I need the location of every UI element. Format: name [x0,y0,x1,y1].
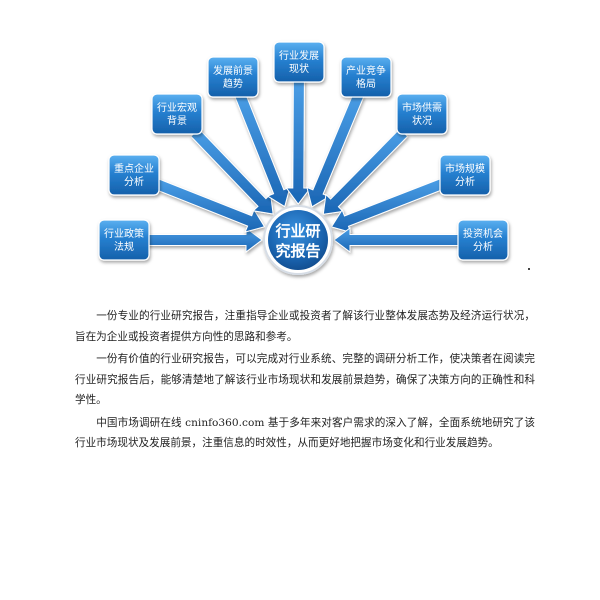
paragraph-3: 中国市场调研在线 cninfo360.com 基于多年来对客户需求的深入了解，全… [75,416,535,450]
node-label-competition-1: 产业竞争 [346,64,386,77]
paragraph-2: 一份有价值的行业研究报告，可以完成对行业系统、完整的调研分析工作，使决策者在阅读… [75,353,535,406]
industry-research-diagram: 行业政策法规重点企业分析行业宏观背景发展前景趋势行业发展现状产业竞争格局市场供需… [98,41,509,275]
center-node: 行业研 究报告 [263,205,333,275]
node-box-key [108,154,160,196]
node-box-scale [439,154,491,196]
node-label-competition-2: 格局 [356,77,376,90]
arrow-policy [146,227,263,253]
nodes: 行业政策法规重点企业分析行业宏观背景发展前景趋势行业发展现状产业竞争格局市场供需… [98,41,509,261]
node-box-status [273,41,325,83]
node-label-key-1: 重点企业 [114,162,154,175]
node-box-competition [340,56,392,98]
center-label-line-1: 行业研 [274,222,320,240]
node-label-policy-1: 行业政策 [104,227,144,240]
node-label-policy-2: 法规 [114,240,134,253]
arrow-key [154,178,266,233]
node-box-macro [151,93,203,135]
center-label-line-2: 究报告 [275,242,320,260]
arrow-scale [330,178,445,234]
node-label-status-2: 现状 [289,62,309,75]
article-body: 一份专业的行业研究报告，注重指导企业或投资者了解该行业整体发展态势及经济运行状况… [75,306,535,456]
node-label-supply-2: 状况 [412,114,432,127]
paragraph-1: 一份专业的行业研究报告，注重指导企业或投资者了解该行业整体发展态势及经济运行状况… [75,310,535,343]
stray-dot [528,268,530,270]
node-box-prospect [207,56,259,98]
node-label-scale-2: 分析 [455,175,475,188]
node-label-prospect-2: 趋势 [223,77,243,90]
arrow-invest [333,227,461,253]
node-label-invest-1: 投资机会 [463,227,503,240]
node-label-prospect-1: 发展前景 [213,64,253,77]
node-label-status-1: 行业发展 [279,49,319,62]
node-label-macro-2: 背景 [167,114,187,127]
node-box-supply [396,93,448,135]
node-prospect: 发展前景趋势 [207,56,259,98]
node-box-invest [457,219,509,261]
node-box-policy [98,219,150,261]
node-label-key-2: 分析 [124,175,144,188]
node-label-scale-1: 市场规模 [445,162,485,175]
arrow-macro [190,127,274,215]
arrow-competition [306,92,365,208]
arrow-status [285,79,312,205]
arrows [146,79,461,253]
arrow-prospect [234,92,291,208]
node-label-macro-1: 行业宏观 [157,101,197,114]
node-label-supply-1: 市场供需 [402,101,442,114]
arrow-supply [322,127,409,215]
node-label-invest-2: 分析 [473,240,493,253]
